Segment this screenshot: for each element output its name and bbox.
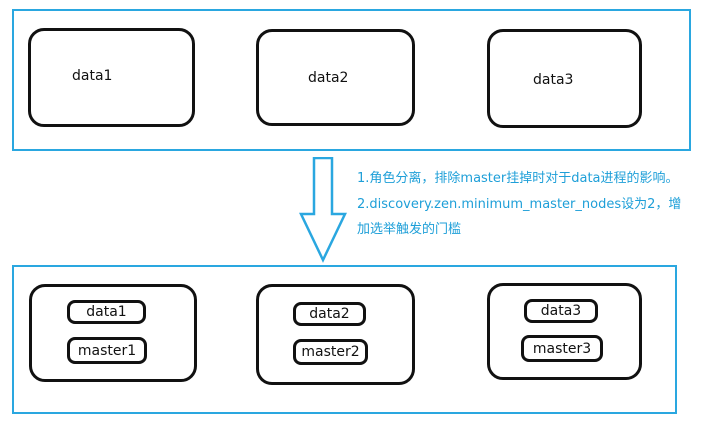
note-line-1: 1.角色分离，排除master挂掉时对于data进程的影响。 xyxy=(357,171,679,186)
top-node-1-label: data1 xyxy=(72,68,113,84)
down-arrow xyxy=(299,157,347,263)
top-node-2 xyxy=(256,29,415,126)
bottom-node-2-master-pill: master2 xyxy=(293,339,368,365)
bottom-node-2 xyxy=(256,284,415,385)
bottom-node-1-data-pill: data1 xyxy=(67,300,146,324)
top-node-1 xyxy=(28,28,195,127)
note-line-2: 2.discovery.zen.minimum_master_nodes设为2，… xyxy=(357,197,682,212)
bottom-node-3-master-pill: master3 xyxy=(521,335,603,362)
bottom-node-2-data-pill: data2 xyxy=(293,302,366,326)
down-arrow-shape xyxy=(299,157,347,263)
note-line-3: 加选举触发的门槛 xyxy=(357,222,462,237)
bottom-node-3 xyxy=(487,283,642,380)
top-node-3-label: data3 xyxy=(533,72,574,88)
top-node-2-label: data2 xyxy=(308,70,349,86)
bottom-node-1 xyxy=(29,284,197,382)
bottom-node-3-data-pill: data3 xyxy=(524,299,598,323)
top-node-3 xyxy=(487,29,642,128)
bottom-node-1-master-pill: master1 xyxy=(67,337,147,364)
